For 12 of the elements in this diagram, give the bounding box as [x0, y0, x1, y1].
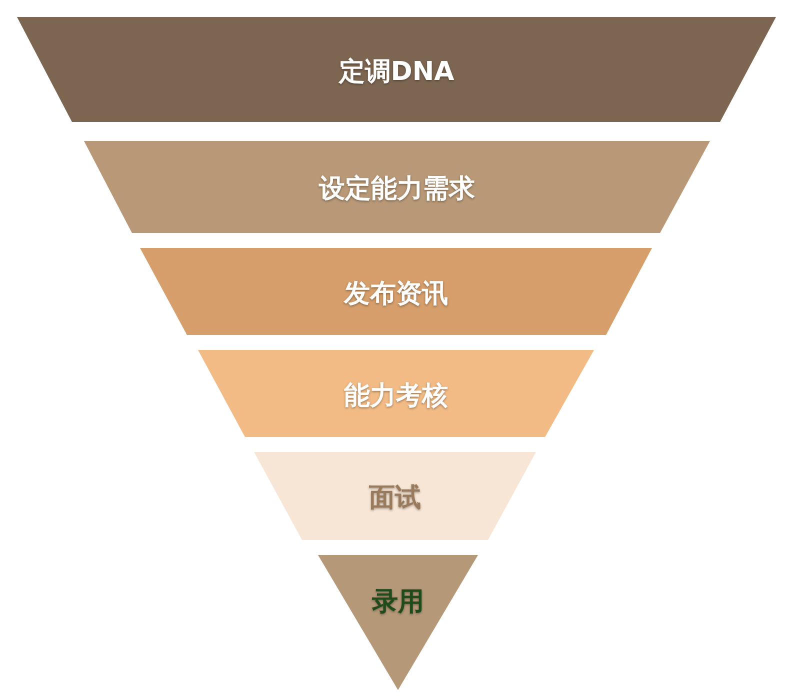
funnel-layer	[84, 141, 710, 233]
funnel-layer	[140, 248, 652, 335]
funnel-layer	[17, 17, 776, 122]
layer-label: 录用	[370, 586, 425, 619]
layer-label: 发布资讯	[342, 278, 449, 310]
funnel-layer	[254, 452, 536, 540]
layer-label: 面试	[368, 482, 422, 515]
funnel-layer	[318, 555, 478, 690]
layer-label: 定调DNA	[338, 56, 456, 88]
layer-label: 能力考核	[343, 380, 449, 412]
layer-label: 设定能力需求	[318, 173, 476, 206]
funnel-layer	[198, 350, 594, 437]
